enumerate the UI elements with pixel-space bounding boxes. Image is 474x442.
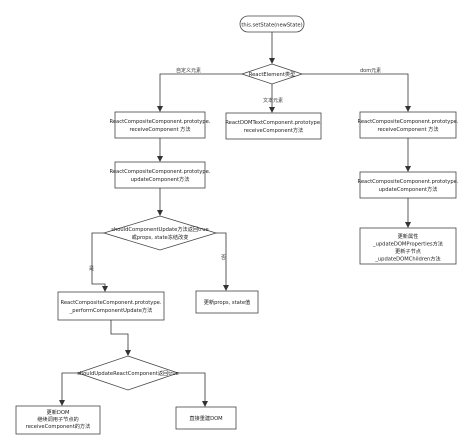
right-update-component-box: ReactCompositeComponent.prototype. updat…: [357, 171, 459, 199]
update-dom-line3: receiveComponent的方法: [26, 422, 91, 430]
left-update-component-box: ReactCompositeComponent.prototype. updat…: [109, 161, 211, 189]
right-dom-update-line4: _updateDOMChildren方法: [374, 255, 440, 263]
edge-label-dom-element: dom元素: [360, 67, 381, 74]
right-update-line1: ReactCompositeComponent.prototype.: [357, 179, 458, 185]
right-dom-update-box: 更新属性 _updateDOMProperties方法 更新子节点 _updat…: [359, 227, 457, 265]
should-update-react-component-decision: shouldUpdateReactComponent返回true: [76, 355, 180, 391]
left-receive-component-box: ReactCompositeComponent.prototype. recei…: [109, 111, 211, 139]
edge-should-update-yes: [91, 232, 108, 292]
edge-label-custom-element: 自定义元素: [176, 67, 201, 74]
edge-should-react-update-no: [178, 372, 208, 407]
right-dom-update-line2: _updateDOMProperties方法: [372, 240, 443, 248]
update-props-state-label: 更新props, state值: [204, 298, 250, 306]
perform-component-update-box: ReactCompositeComponent.prototype. _perf…: [57, 291, 165, 321]
right-receive-line2: receiveComponent 方法: [377, 125, 438, 133]
rebuild-dom-label: 直接重建DOM: [189, 414, 222, 422]
middle-receive-line1: ReactDOMTextComponent.prototype.: [225, 120, 322, 126]
left-receive-line2: receiveComponent 方法: [129, 125, 190, 133]
element-type-decision: ReactElement类型: [240, 63, 304, 85]
edge-should-react-update-yes: [59, 372, 78, 406]
rebuild-dom-box: 直接重建DOM: [175, 406, 237, 430]
start-node-label: this.setState(newState): [241, 23, 302, 29]
should-update-react-component-label: shouldUpdateReactComponent返回true: [77, 370, 179, 377]
perform-update-line2: _performComponentUpdate方法: [69, 306, 153, 314]
left-receive-line1: ReactCompositeComponent.prototype.: [109, 119, 210, 125]
edge-perform-to-should-react-update: [110, 320, 131, 356]
edge-label-yes-1: 是: [89, 266, 94, 272]
right-update-line2: updateComponent方法: [379, 185, 438, 193]
left-update-line2: updateComponent方法: [131, 175, 190, 183]
perform-update-line1: ReactCompositeComponent.prototype.: [60, 300, 161, 306]
edge-should-update-no: [216, 232, 229, 291]
element-type-decision-label: ReactElement类型: [249, 70, 295, 78]
should-component-update-decision: shouldComponentUpdate方法返回true 或props, st…: [102, 215, 218, 251]
edge-label-no-1: 否: [221, 255, 226, 261]
middle-receive-line2: receiveComponent方法: [244, 126, 303, 134]
right-dom-update-line3: 更新子节点: [395, 247, 421, 255]
edge-label-text-element: 文本元素: [263, 97, 283, 104]
left-update-line1: ReactCompositeComponent.prototype.: [109, 169, 210, 175]
middle-text-receive-box: ReactDOMTextComponent.prototype. receive…: [225, 112, 322, 140]
start-node: this.setState(newState): [239, 15, 305, 33]
right-dom-update-line1: 更新属性: [398, 232, 419, 240]
edge-custom-element: [157, 73, 242, 112]
update-dom-line1: 更新DOM: [47, 408, 70, 416]
should-component-update-line2: 或props, state冻结改变: [132, 233, 189, 241]
right-receive-line1: ReactCompositeComponent.prototype.: [357, 119, 458, 125]
update-dom-children-box: 更新DOM 继续调用子节点的 receiveComponent的方法: [15, 405, 101, 435]
update-dom-line2: 继续调用子节点的: [37, 415, 79, 423]
should-component-update-line1: shouldComponentUpdate方法返回true: [111, 225, 209, 233]
right-receive-component-box: ReactCompositeComponent.prototype. recei…: [357, 111, 459, 139]
update-props-state-box: 更新props, state值: [195, 290, 259, 314]
edge-dom-element: [302, 73, 411, 112]
